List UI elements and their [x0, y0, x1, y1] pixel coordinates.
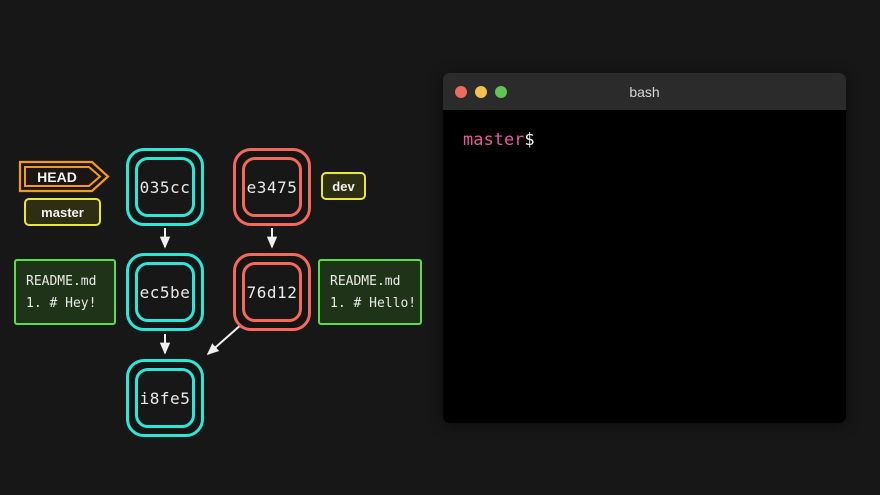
commit-node-e3475[interactable]: e3475: [233, 148, 311, 226]
file-content: 1. # Hello!: [330, 295, 417, 311]
commit-node-ec5be[interactable]: ec5be: [126, 253, 204, 331]
head-arrow-icon: [18, 160, 110, 193]
minimize-button[interactable]: [475, 85, 487, 98]
terminal-window[interactable]: bash master$: [443, 73, 846, 423]
prompt-branch: master: [463, 130, 525, 150]
file-content: 1. # Hey!: [26, 295, 97, 311]
commit-node-035cc[interactable]: 035cc: [126, 148, 204, 226]
commit-hash: e3475: [246, 177, 298, 197]
commit-hash: i8fe5: [139, 388, 191, 408]
commit-hash: 035cc: [139, 177, 191, 197]
head-label: HEAD: [37, 168, 77, 185]
edge-76d12-i8fe5: [206, 322, 244, 356]
file-name: README.md: [330, 273, 401, 289]
file-box-readme-left[interactable]: README.md 1. # Hey!: [14, 259, 116, 325]
commit-hash: 76d12: [246, 282, 298, 302]
terminal-titlebar[interactable]: bash: [443, 73, 846, 110]
commit-inner-ring: [242, 157, 302, 217]
git-graph-canvas: HEAD master dev 035cc e3475 ec5be 76d12 …: [14, 148, 422, 437]
commit-node-i8fe5[interactable]: i8fe5: [126, 359, 204, 437]
file-name: README.md: [26, 273, 97, 289]
graph-edges: [159, 228, 278, 356]
commit-inner-ring: [242, 262, 302, 322]
ref-dev[interactable]: dev: [321, 172, 366, 200]
commit-inner-ring: [135, 368, 195, 428]
maximize-button[interactable]: [495, 85, 507, 98]
close-button[interactable]: [455, 85, 467, 98]
terminal-body[interactable]: master$: [443, 110, 846, 423]
commit-hash: ec5be: [139, 282, 191, 302]
file-box-readme-right[interactable]: README.md 1. # Hello!: [318, 259, 422, 325]
traffic-lights: [455, 85, 507, 98]
ref-master[interactable]: master: [24, 198, 101, 226]
commit-inner-ring: [135, 262, 195, 322]
terminal-prompt-line: master$: [463, 128, 826, 154]
head-pointer[interactable]: HEAD: [18, 160, 110, 193]
prompt-sigil: $: [524, 130, 535, 150]
commit-inner-ring: [135, 157, 195, 217]
commit-node-76d12[interactable]: 76d12: [233, 253, 311, 331]
